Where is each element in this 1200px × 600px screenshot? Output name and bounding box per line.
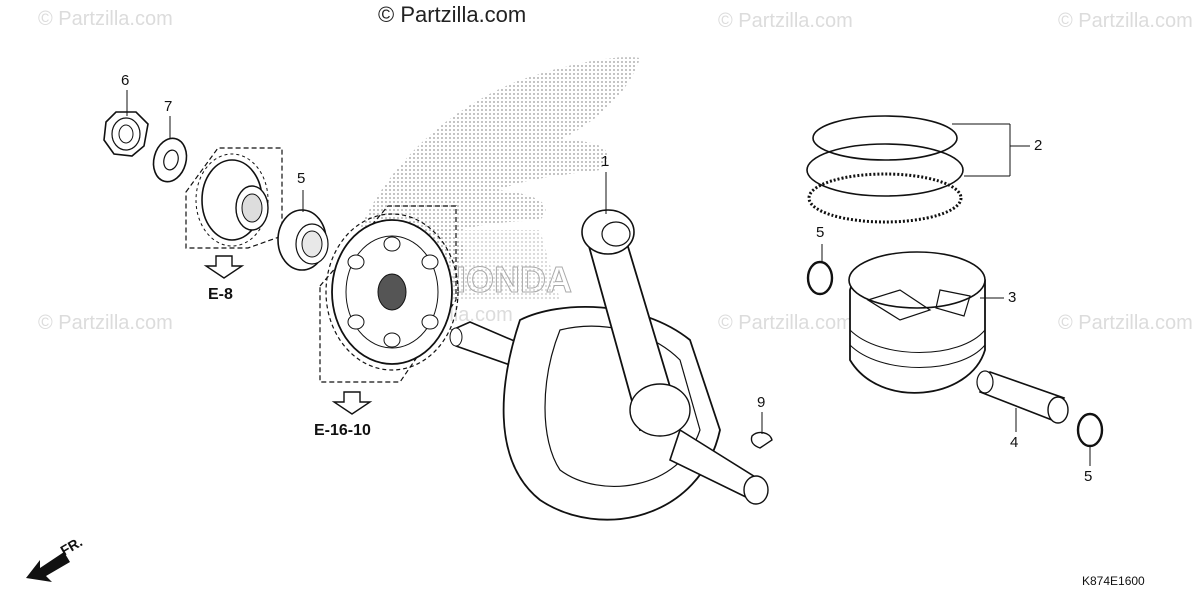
- watermark-mid-right-1: © Partzilla.com: [718, 312, 853, 334]
- reference-e8: E-8: [208, 286, 233, 303]
- front-direction-arrow: [26, 552, 70, 582]
- piston-pin-part: [976, 370, 1069, 424]
- reference-e16-10: E-16-10: [314, 422, 371, 439]
- circlip-upper: [806, 260, 834, 296]
- crankshaft-assembly: [449, 209, 769, 521]
- needle-bearing-part: [277, 209, 329, 271]
- piston-part: [848, 251, 986, 394]
- nut-part: [103, 111, 149, 157]
- leader-lines: [126, 90, 1091, 466]
- e16-dashed-boundary: [319, 205, 457, 383]
- watermark-mid-right-2: © Partzilla.com: [1058, 312, 1193, 334]
- drive-sprocket-gear: [195, 153, 269, 247]
- diagram-code: K874E1600: [1082, 574, 1145, 588]
- callout-3: 3: [1008, 289, 1017, 306]
- watermark-mid-left: © Partzilla.com: [38, 312, 173, 334]
- woodruff-key-part: [750, 431, 773, 449]
- e8-dashed-boundary: [185, 147, 283, 249]
- honda-brand-text: HONDA: [440, 259, 572, 300]
- callout-1: 1: [601, 153, 610, 170]
- primary-drive-gear: [325, 213, 459, 371]
- watermark-top-left: © Partzilla.com: [38, 8, 173, 30]
- callout-6: 5: [297, 170, 306, 187]
- callout-5-upper: 5: [816, 224, 825, 241]
- callout-7: 6: [121, 72, 130, 89]
- piston-rings-set: [806, 115, 964, 224]
- circlip-lower: [1076, 412, 1104, 448]
- callout-2: 2: [1034, 137, 1043, 154]
- callout-5-lower: 5: [1084, 468, 1093, 485]
- copyright-notice: © Partzilla.com: [378, 2, 527, 27]
- watermark-top-right-1: © Partzilla.com: [718, 10, 853, 32]
- e16-arrow: [331, 391, 373, 415]
- callout-9: 9: [757, 394, 766, 411]
- watermark-top-right-2: © Partzilla.com: [1058, 10, 1193, 32]
- washer-part: [152, 137, 188, 183]
- callout-4: 4: [1010, 434, 1019, 451]
- e8-arrow: [203, 255, 245, 279]
- callout-8: 7: [164, 98, 173, 115]
